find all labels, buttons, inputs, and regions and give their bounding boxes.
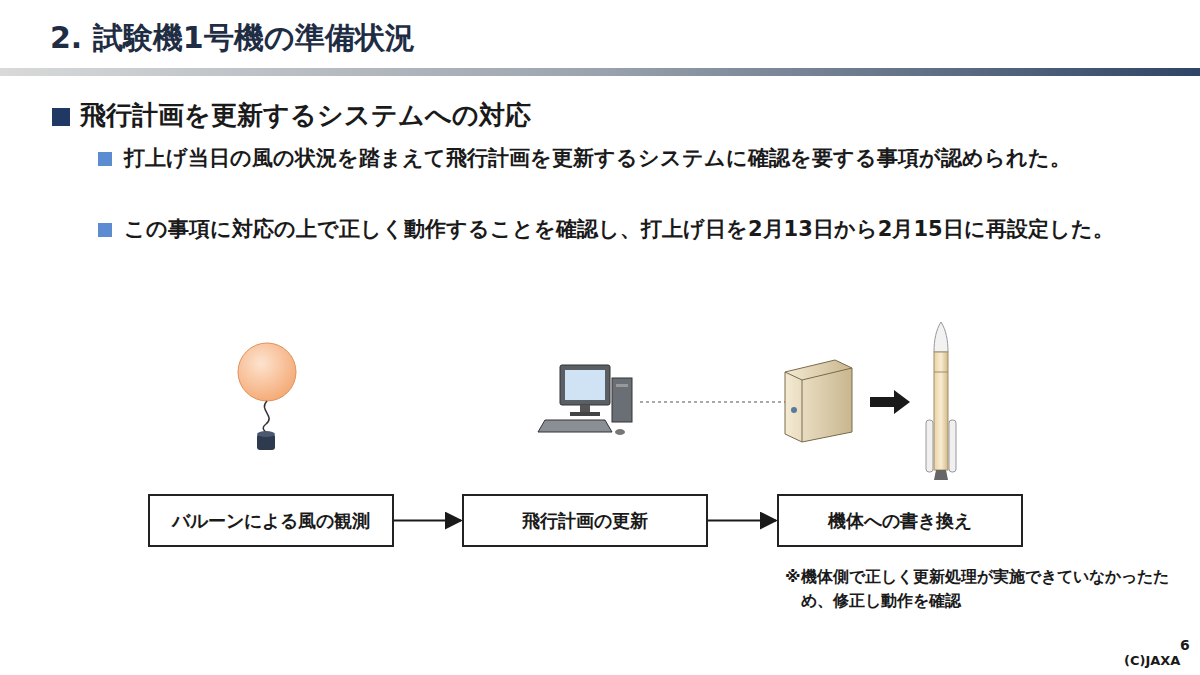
block-arrow — [870, 390, 910, 414]
box-label: バルーンによる風の観測 — [172, 509, 370, 533]
bullet-text: 打上げ当日の風の状況を踏まえて飛行計画を更新するシステムに確認を要する事項が認め… — [124, 142, 1144, 174]
server-icon — [785, 360, 852, 442]
heading-bullet — [52, 108, 70, 126]
footnote: ※機体側で正しく更新処理が実施できていなかったため、修正し動作を確認 — [785, 565, 1176, 613]
page-number: 6 — [1180, 636, 1196, 654]
network-link — [640, 401, 785, 402]
section-heading: 飛行計画を更新するシステムへの対応 — [80, 98, 880, 132]
balloon-icon — [238, 343, 296, 450]
sub-bullet — [98, 152, 112, 166]
sub-bullet — [98, 223, 112, 237]
box-label: 機体への書き換え — [828, 509, 972, 533]
computer-icon — [538, 365, 632, 435]
copyright: (C)JAXA — [1124, 652, 1194, 669]
process-box: 機体への書き換え — [777, 494, 1023, 547]
bullet-text: この事項に対応の上で正しく動作することを確認し、打上げ日を2月13日から2月15… — [124, 213, 1124, 245]
flow-arrow — [394, 520, 461, 522]
header-band — [0, 68, 1200, 76]
slide-title: 2. 試験機1号機の準備状況 — [50, 18, 415, 59]
process-box: バルーンによる風の観測 — [148, 494, 394, 547]
process-box: 飛行計画の更新 — [462, 494, 708, 547]
box-label: 飛行計画の更新 — [522, 509, 648, 533]
rocket-icon — [926, 322, 956, 480]
flow-arrow — [708, 520, 776, 522]
